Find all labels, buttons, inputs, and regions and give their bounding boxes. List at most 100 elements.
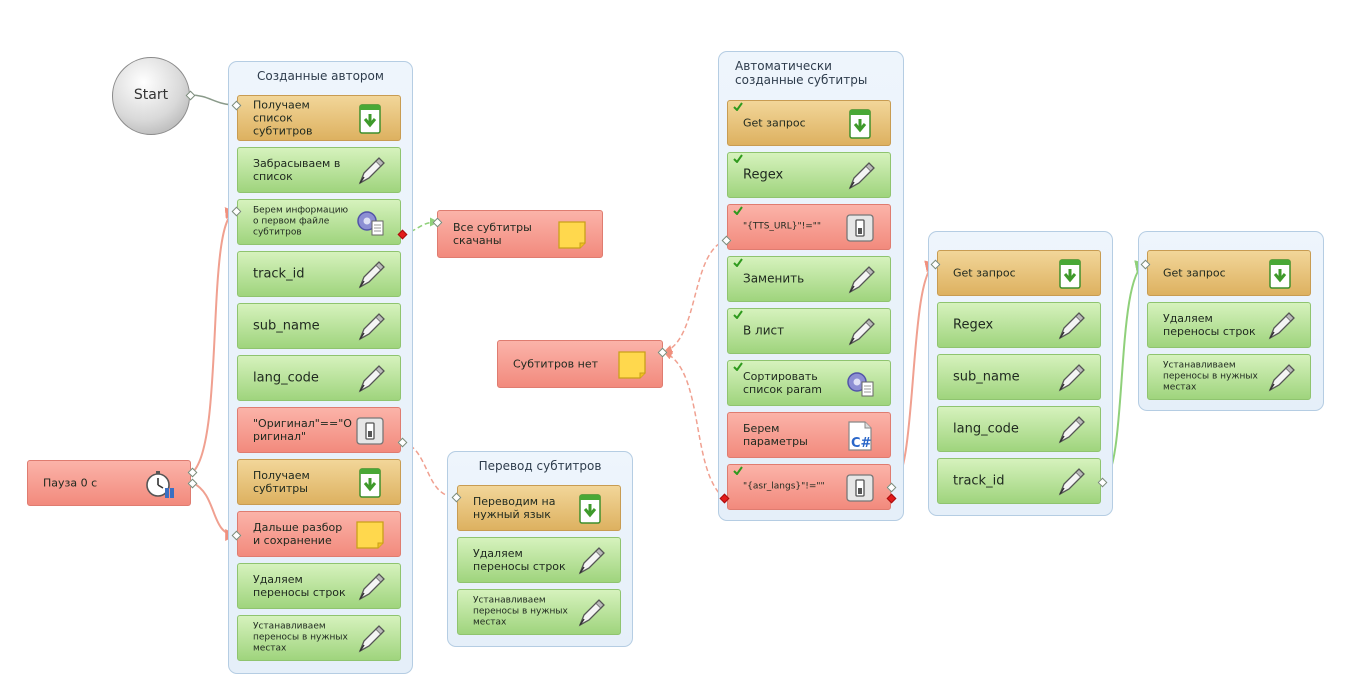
sticky-note-icon bbox=[356, 521, 384, 549]
node-c4-get-request[interactable]: Get запрос bbox=[1147, 250, 1311, 296]
node-further-parse[interactable]: Дальше разбор и сохранение bbox=[237, 511, 401, 557]
download-icon bbox=[579, 494, 601, 524]
node-translate-to-language[interactable]: Переводим на нужный язык bbox=[457, 485, 621, 531]
check-icon bbox=[733, 102, 743, 111]
node-label: Удаляем переносы строк bbox=[253, 573, 346, 599]
sticky-note-icon bbox=[558, 221, 586, 249]
node-label: Regex bbox=[953, 317, 994, 333]
node-label: Берем параметры bbox=[743, 422, 808, 448]
node-label: Пауза 0 с bbox=[43, 476, 98, 490]
node-c3-track-id[interactable]: track_id bbox=[937, 458, 1101, 504]
node-get-subtitles[interactable]: Получаем субтитры bbox=[237, 459, 401, 505]
node-regex[interactable]: Regex bbox=[727, 152, 891, 198]
node-tts-check[interactable]: "{TTS_URL}"!="" bbox=[727, 204, 891, 250]
switch-icon bbox=[846, 214, 874, 242]
node-no-subtitles[interactable]: Субтитров нет bbox=[497, 340, 663, 388]
node-label: Get запрос bbox=[743, 116, 806, 130]
node-c3-lang-code[interactable]: lang_code bbox=[937, 406, 1101, 452]
node-take-params[interactable]: Берем параметры C# bbox=[727, 412, 891, 458]
node-c4-remove-breaks[interactable]: Удаляем переносы строк bbox=[1147, 302, 1311, 348]
node-label: sub_name bbox=[953, 369, 1020, 385]
pen-icon bbox=[1268, 364, 1295, 392]
node-tr-remove-breaks[interactable]: Удаляем переносы строк bbox=[457, 537, 621, 583]
node-label: Удаляем переносы строк bbox=[1163, 312, 1256, 338]
node-label: Переводим на нужный язык bbox=[473, 495, 556, 521]
pen-icon bbox=[358, 313, 385, 341]
svg-text:C#: C# bbox=[851, 436, 872, 451]
node-set-breaks[interactable]: Устанавливаем переносы в нужных местах bbox=[237, 615, 401, 661]
download-icon bbox=[849, 109, 871, 139]
stopwatch-pause-icon bbox=[146, 471, 174, 498]
node-label: lang_code bbox=[253, 370, 319, 386]
node-label: Regex bbox=[743, 167, 784, 183]
node-c3-regex[interactable]: Regex bbox=[937, 302, 1101, 348]
node-label: Устанавливаем переносы в нужных местах bbox=[1163, 360, 1258, 393]
node-label: Все субтитры скачаны bbox=[453, 221, 532, 247]
node-label: Устанавливаем переносы в нужных местах bbox=[473, 595, 568, 628]
node-label: track_id bbox=[253, 266, 305, 282]
switch-icon bbox=[846, 474, 874, 502]
download-icon bbox=[1269, 259, 1291, 289]
pen-icon bbox=[1268, 312, 1295, 340]
gear-document-icon bbox=[357, 211, 384, 236]
node-to-list[interactable]: В лист bbox=[727, 308, 891, 354]
node-get-subtitle-list[interactable]: Получаем список субтитров bbox=[237, 95, 401, 141]
node-all-downloaded[interactable]: Все субтитры скачаны bbox=[437, 210, 603, 258]
node-track-id[interactable]: track_id bbox=[237, 251, 401, 297]
node-pause[interactable]: Пауза 0 с bbox=[27, 460, 191, 506]
check-icon bbox=[733, 206, 743, 215]
node-c4-set-breaks[interactable]: Устанавливаем переносы в нужных местах bbox=[1147, 354, 1311, 400]
node-asr-check[interactable]: "{asr_langs}"!="" bbox=[727, 464, 891, 510]
pen-icon bbox=[1058, 312, 1085, 340]
node-label: track_id bbox=[953, 473, 1005, 489]
node-label: Берем информацию о первом файле субтитро… bbox=[253, 205, 349, 238]
node-c3-sub-name[interactable]: sub_name bbox=[937, 354, 1101, 400]
node-remove-breaks[interactable]: Удаляем переносы строк bbox=[237, 563, 401, 609]
node-sub-name[interactable]: sub_name bbox=[237, 303, 401, 349]
node-label: Get запрос bbox=[1163, 266, 1226, 280]
check-icon bbox=[733, 362, 743, 371]
pen-icon bbox=[358, 573, 385, 601]
node-label: Забрасываем в список bbox=[253, 157, 341, 183]
check-icon bbox=[733, 310, 743, 319]
wire-asr-nosubs bbox=[663, 351, 725, 499]
pen-icon bbox=[578, 599, 605, 627]
pen-icon bbox=[358, 157, 385, 185]
check-icon bbox=[733, 258, 743, 267]
node-c3-get-request[interactable]: Get запрос bbox=[937, 250, 1101, 296]
download-icon bbox=[1059, 259, 1081, 289]
group-auto-title: Автоматически созданные субтитры bbox=[735, 59, 868, 87]
check-icon bbox=[733, 154, 743, 163]
node-get-request[interactable]: Get запрос bbox=[727, 100, 891, 146]
node-label: "{TTS_URL}"!="" bbox=[743, 221, 822, 232]
node-label: Получаем субтитры bbox=[253, 469, 310, 495]
gear-document-icon bbox=[847, 372, 874, 397]
node-label: Получаем список субтитров bbox=[253, 98, 313, 138]
start-node[interactable]: Start bbox=[112, 57, 190, 135]
start-label: Start bbox=[133, 87, 169, 103]
node-label: Субтитров нет bbox=[513, 357, 598, 371]
check-icon bbox=[733, 466, 743, 475]
node-tr-set-breaks[interactable]: Устанавливаем переносы в нужных местах bbox=[457, 589, 621, 635]
pen-icon bbox=[1058, 364, 1085, 392]
node-original-check[interactable]: "Оригинал"=="Оригинал" bbox=[237, 407, 401, 453]
pen-icon bbox=[848, 318, 875, 346]
pen-icon bbox=[848, 162, 875, 190]
pen-icon bbox=[848, 266, 875, 294]
node-lang-code[interactable]: lang_code bbox=[237, 355, 401, 401]
node-label: lang_code bbox=[953, 421, 1019, 437]
node-label: Удаляем переносы строк bbox=[473, 547, 566, 573]
node-take-first-file-info[interactable]: Берем информацию о первом файле субтитро… bbox=[237, 199, 401, 245]
node-sort-list[interactable]: Сортировать список param bbox=[727, 360, 891, 406]
download-icon bbox=[359, 104, 381, 134]
node-label: Устанавливаем переносы в нужных местах bbox=[253, 621, 348, 654]
switch-icon bbox=[356, 417, 384, 445]
pen-icon bbox=[1058, 468, 1085, 496]
group-translate-title: Перевод субтитров bbox=[478, 459, 602, 473]
node-label: sub_name bbox=[253, 318, 320, 334]
node-label: "Оригинал"=="Оригинал" bbox=[253, 417, 352, 443]
node-throw-to-list[interactable]: Забрасываем в список bbox=[237, 147, 401, 193]
node-replace[interactable]: Заменить bbox=[727, 256, 891, 302]
pen-icon bbox=[358, 365, 385, 393]
csharp-file-icon: C# bbox=[848, 421, 872, 451]
